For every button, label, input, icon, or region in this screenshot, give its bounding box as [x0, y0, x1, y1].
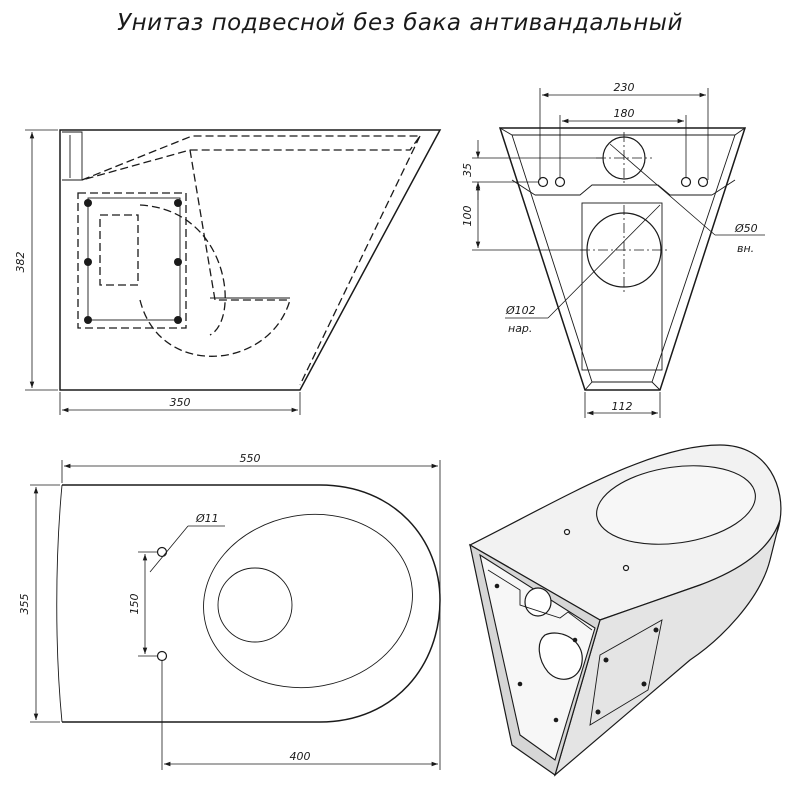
top-view: 550 355 150 400 Ø11: [18, 452, 441, 770]
mount-hole-icon: [697, 176, 709, 188]
dimension-back-100: 100: [461, 206, 474, 227]
side-view: 382 350: [14, 129, 442, 415]
dimension-side-width: 350: [170, 396, 191, 409]
mount-hole-icon: [680, 176, 692, 188]
fixing-hole-icon: [156, 546, 168, 558]
callout-d102-note: нар.: [508, 322, 532, 335]
dimension-back-35: 35: [461, 163, 474, 177]
dimension-side-height: 382: [14, 252, 27, 273]
callout-d102: Ø102: [505, 304, 536, 317]
bolt-icon: [174, 316, 182, 324]
bolt-icon: [84, 258, 92, 266]
fixing-hole-icon: [156, 650, 168, 662]
bolt-icon: [84, 199, 92, 207]
callout-d11: Ø11: [195, 512, 219, 525]
callout-d50: Ø50: [734, 222, 758, 235]
bolt-icon: [641, 681, 647, 687]
mount-hole-icon: [554, 176, 566, 188]
isometric-view: [468, 444, 782, 777]
drawing-title: Унитаз подвесной без бака антивандальный: [117, 10, 683, 36]
bolt-icon: [174, 199, 182, 207]
dimension-back-bottom: 112: [612, 400, 633, 413]
bolt-icon: [174, 258, 182, 266]
dimension-top-width: 355: [18, 594, 31, 615]
dimension-top-length: 550: [240, 452, 261, 465]
back-view: 230 180 35 100 112 Ø50 вн. Ø102 нар.: [461, 81, 765, 418]
bolt-icon: [653, 627, 659, 633]
dimension-top-rear: 400: [290, 750, 311, 763]
bolt-icon: [84, 316, 92, 324]
bolt-icon: [595, 709, 601, 715]
dimension-back-bolt-spacing: 180: [614, 107, 635, 120]
dimension-top-hole-spacing: 150: [128, 594, 141, 615]
mount-hole-icon: [537, 176, 549, 188]
dimension-back-outer: 230: [614, 81, 635, 94]
callout-d50-note: вн.: [737, 242, 754, 255]
bolt-icon: [603, 657, 609, 663]
